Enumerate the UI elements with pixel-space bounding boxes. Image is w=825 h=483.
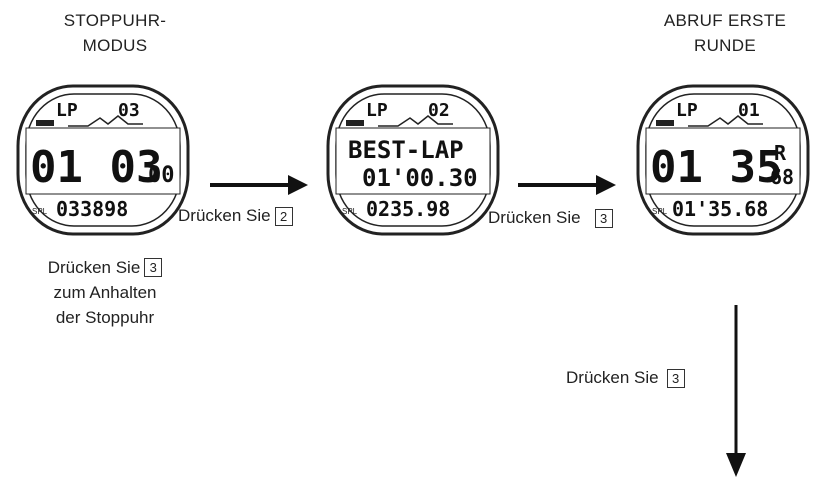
bottom-time: 0235.98 bbox=[366, 197, 450, 221]
main-time: 01 03 bbox=[30, 142, 162, 193]
mode-indicator bbox=[36, 120, 54, 126]
mode-indicator bbox=[346, 120, 364, 126]
step-press-3: Drücken Sie 3 bbox=[488, 208, 613, 228]
stop-instruction: Drücken Sie 3 zum Anhalten der Stoppuhr bbox=[20, 255, 190, 330]
spl-label: SPL bbox=[32, 207, 48, 216]
mode-indicator bbox=[656, 120, 674, 126]
trend-graph bbox=[68, 115, 143, 127]
note-line: der Stoppuhr bbox=[55, 308, 155, 327]
best-lap-label: BEST-LAP bbox=[348, 136, 464, 164]
step-label: Drücken Sie bbox=[566, 368, 659, 387]
lp-label: LP bbox=[56, 100, 78, 121]
lp-label: LP bbox=[676, 100, 698, 121]
note-label: Drücken Sie bbox=[47, 258, 141, 277]
caption-stopwatch-mode: STOPPUHR- MODUS bbox=[20, 8, 210, 58]
key-3-icon: 3 bbox=[144, 258, 163, 277]
main-hundredths: 00 bbox=[148, 163, 175, 188]
caption-first-lap-recall: ABRUF ERSTE RUNDE bbox=[630, 8, 820, 58]
trend-graph bbox=[688, 115, 763, 127]
best-lap-time: 01'00.30 bbox=[362, 164, 478, 192]
lap-number: 03 bbox=[118, 100, 140, 121]
caption-line: STOPPUHR- bbox=[63, 11, 167, 30]
spl-label: SPL bbox=[652, 207, 668, 216]
lap-number: 01 bbox=[738, 100, 760, 121]
arrow-right-icon bbox=[518, 175, 616, 195]
watch-display-3: LP 01 01 35 R 68 01'35.68 SPL bbox=[636, 84, 810, 236]
arrow-right-icon bbox=[210, 175, 308, 195]
key-3-icon: 3 bbox=[666, 368, 685, 388]
main-hundredths: 68 bbox=[770, 165, 794, 189]
caption-line: MODUS bbox=[82, 36, 148, 55]
note-line: zum Anhalten bbox=[53, 283, 157, 302]
main-time: 01 35 bbox=[650, 142, 782, 193]
lp-label: LP bbox=[366, 100, 388, 121]
caption-line: ABRUF ERSTE bbox=[663, 11, 787, 30]
bottom-time: 033898 bbox=[56, 197, 128, 221]
spl-label: SPL bbox=[342, 207, 358, 216]
step-press-3-down: Drücken Sie 3 bbox=[566, 368, 685, 388]
key-3-icon: 3 bbox=[594, 208, 613, 228]
key-2-icon: 2 bbox=[274, 206, 293, 226]
trend-graph bbox=[378, 115, 453, 127]
caption-line: RUNDE bbox=[694, 36, 756, 55]
lap-number: 02 bbox=[428, 100, 450, 121]
step-press-2: Drücken Sie 2 bbox=[178, 206, 293, 226]
round-indicator: R bbox=[774, 141, 787, 165]
watch-display-1: LP 03 01 03 00 033898 SPL bbox=[16, 84, 190, 236]
step-label: Drücken Sie bbox=[488, 208, 581, 227]
watch-display-2: LP 02 BEST-LAP 01'00.30 0235.98 SPL bbox=[326, 84, 500, 236]
bottom-time: 01'35.68 bbox=[672, 197, 768, 221]
step-label: Drücken Sie bbox=[178, 206, 271, 225]
arrow-down-icon bbox=[726, 305, 746, 477]
